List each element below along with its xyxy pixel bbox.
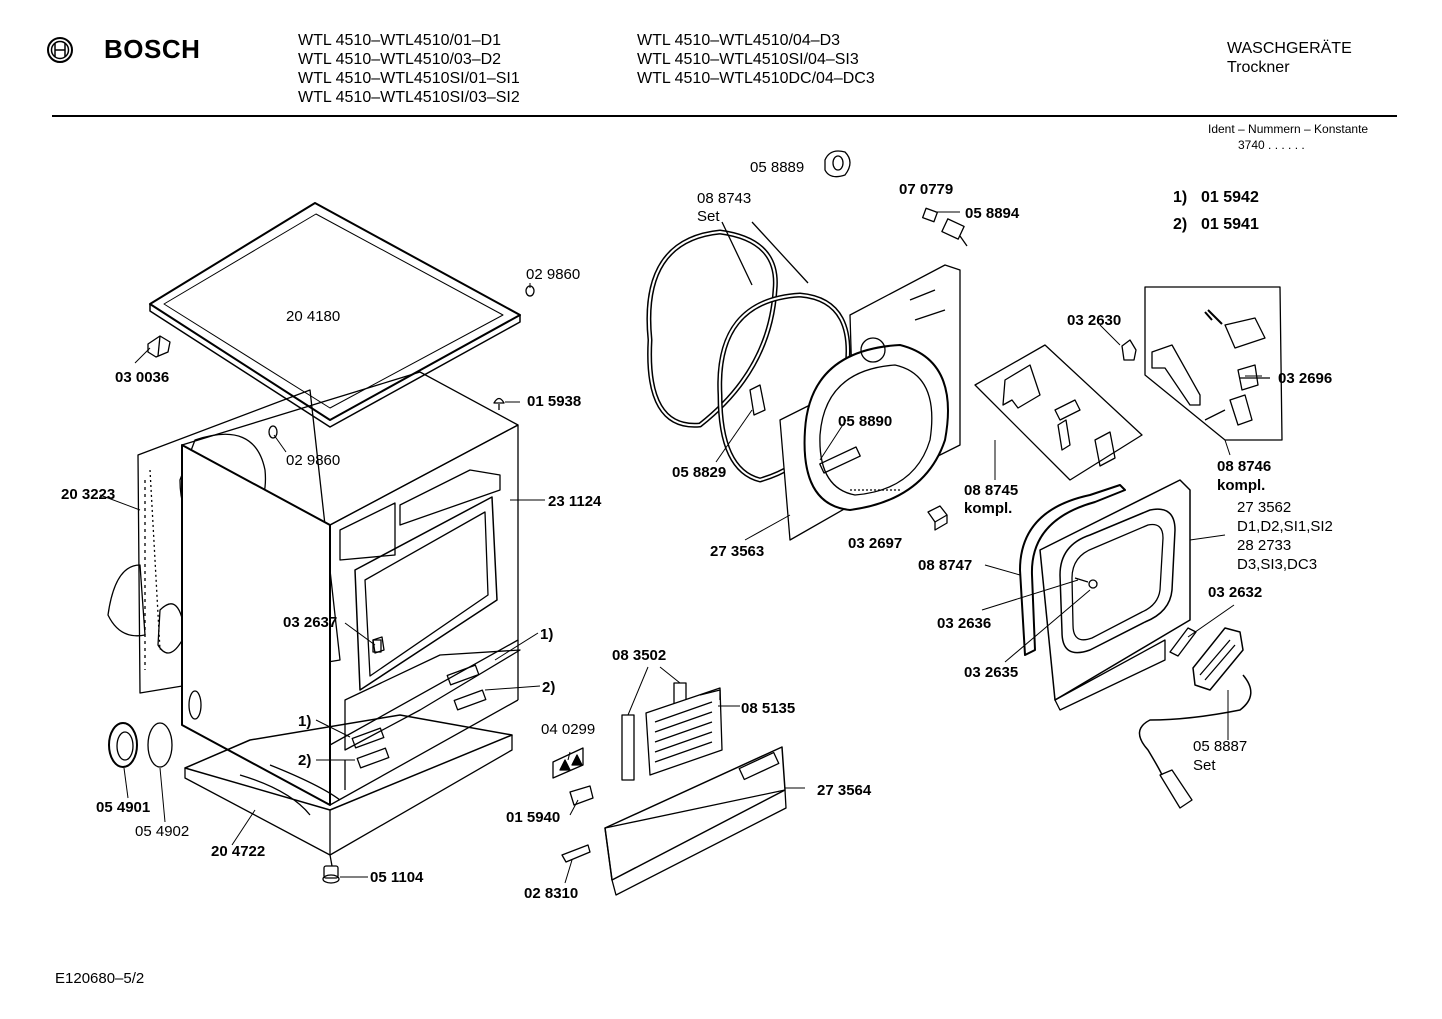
warning-label-drawing <box>552 747 584 779</box>
part-label: 05 4901 <box>96 799 151 816</box>
note-part-2: 01 5941 <box>1201 216 1259 233</box>
ident-title: Ident – Nummern – Konstante <box>1208 122 1369 136</box>
part-label: 08 5135 <box>741 700 796 717</box>
part-label: 23 1124 <box>548 493 602 510</box>
model-line: WTL 4510–WTL4510DC/04–DC3 <box>637 70 875 87</box>
part-label: Set <box>697 208 720 225</box>
note-marker-2: 2) <box>1173 216 1188 233</box>
part-label: 01 5938 <box>527 393 582 410</box>
part-label: 08 8745 <box>964 482 1019 499</box>
part-label: 27 3564 <box>817 782 872 799</box>
top-cover-drawing <box>149 202 521 428</box>
part-label: 2) <box>542 679 556 696</box>
knob-part-drawing <box>569 785 594 806</box>
base-drawing <box>184 714 513 867</box>
bosch-logo-icon <box>47 37 73 63</box>
category-title: WASCHGERÄTE <box>1227 40 1352 57</box>
model-line: WTL 4510–WTL4510SI/01–SI1 <box>298 70 520 87</box>
model-line: WTL 4510–WTL4510SI/03–SI2 <box>298 89 520 106</box>
door-switch-group-drawing <box>1144 286 1283 441</box>
panel-parts-drawing <box>621 682 723 781</box>
grommet-part-drawing <box>372 636 385 654</box>
door-frame-drawing <box>1019 479 1191 711</box>
part-label: 20 4180 <box>286 308 341 325</box>
hinge-part-drawing <box>927 505 948 531</box>
part-label: 02 8310 <box>524 885 579 902</box>
part-label: 03 2637 <box>283 614 338 631</box>
model-line: WTL 4510–WTL4510/01–D1 <box>298 32 502 49</box>
part-label: kompl. <box>964 500 1013 517</box>
category-block: WASCHGERÄTE Trockner <box>1227 39 1352 77</box>
part-label: 2) <box>298 752 312 769</box>
part-label: 03 2696 <box>1278 370 1333 387</box>
part-label: D1,D2,SI1,SI2 <box>1237 518 1333 535</box>
model-line: WTL 4510–WTL4510/04–D3 <box>637 32 841 49</box>
brand-name: BOSCH <box>104 34 201 64</box>
sensor-part-drawing <box>824 150 851 178</box>
part-label: 03 0036 <box>115 369 170 386</box>
ident-value: 3740 . . . . . . <box>1238 138 1305 152</box>
part-label: 02 9860 <box>286 452 341 469</box>
part-label: 05 8894 <box>965 205 1020 222</box>
part-label: 27 3562 <box>1237 499 1292 516</box>
part-label: 05 8887 <box>1193 738 1248 755</box>
part-label: 20 3223 <box>61 486 116 503</box>
part-label: 07 0779 <box>899 181 954 198</box>
part-label: 05 1104 <box>370 869 424 886</box>
note-marker-1: 1) <box>1173 189 1188 206</box>
ident-block: Ident – Nummern – Konstante 3740 . . . .… <box>1208 121 1368 153</box>
part-label: 02 9860 <box>526 266 581 283</box>
part-label: 05 4902 <box>135 823 190 840</box>
note-part-1: 01 5942 <box>1201 189 1259 206</box>
part-label: 1) <box>298 713 312 730</box>
category-subtitle: Trockner <box>1227 59 1290 76</box>
header-divider <box>52 115 1397 117</box>
part-label: 27 3563 <box>710 543 765 560</box>
part-label: 04 0299 <box>541 721 596 738</box>
part-label: 28 2733 <box>1237 537 1292 554</box>
control-panel-drawing <box>604 746 787 896</box>
leader-lines <box>99 211 1262 884</box>
part-label: kompl. <box>1217 477 1266 494</box>
clip-drawing <box>147 335 171 358</box>
part-label: 03 2636 <box>937 615 992 632</box>
adjustable-foot-drawing <box>322 865 340 884</box>
part-label: Set <box>1193 757 1216 774</box>
part-label: 03 2632 <box>1208 584 1263 601</box>
part-label: 05 8889 <box>750 159 805 176</box>
part-label: 08 8743 <box>697 190 752 207</box>
seal-rings-drawing <box>108 722 173 768</box>
part-label: 03 2697 <box>848 535 903 552</box>
model-line: WTL 4510–WTL4510SI/04–SI3 <box>637 51 859 68</box>
part-label: 1) <box>540 626 554 643</box>
document-code: E120680–5/2 <box>55 970 145 987</box>
part-label: 08 8747 <box>918 557 973 574</box>
model-line: WTL 4510–WTL4510/03–D2 <box>298 51 502 68</box>
part-label: 03 2635 <box>964 664 1019 681</box>
part-label: 05 8890 <box>838 413 893 430</box>
part-label: 03 2630 <box>1067 312 1122 329</box>
part-label: 05 8829 <box>672 464 727 481</box>
strip-part-drawing <box>1169 627 1197 657</box>
part-label: 08 3502 <box>612 647 667 664</box>
latch-part-drawing <box>561 844 591 863</box>
cabinet-body-drawing <box>181 371 521 806</box>
part-label: 20 4722 <box>211 843 266 860</box>
thermostat-part-drawing <box>922 207 968 247</box>
part-label: 01 5940 <box>506 809 561 826</box>
door-lock-group-drawing <box>974 344 1143 481</box>
part-label: 08 8746 <box>1217 458 1272 475</box>
part-label: D3,SI3,DC3 <box>1237 556 1318 573</box>
drum-rear-panel-drawing <box>779 264 961 541</box>
cap-part-drawing <box>1121 339 1137 361</box>
door-switch-cable-drawing <box>1138 627 1252 809</box>
model-list-right: WTL 4510–WTL4510/04–D3 WTL 4510–WTL4510S… <box>637 31 875 88</box>
model-list-left: WTL 4510–WTL4510/01–D1 WTL 4510–WTL4510/… <box>298 31 520 107</box>
